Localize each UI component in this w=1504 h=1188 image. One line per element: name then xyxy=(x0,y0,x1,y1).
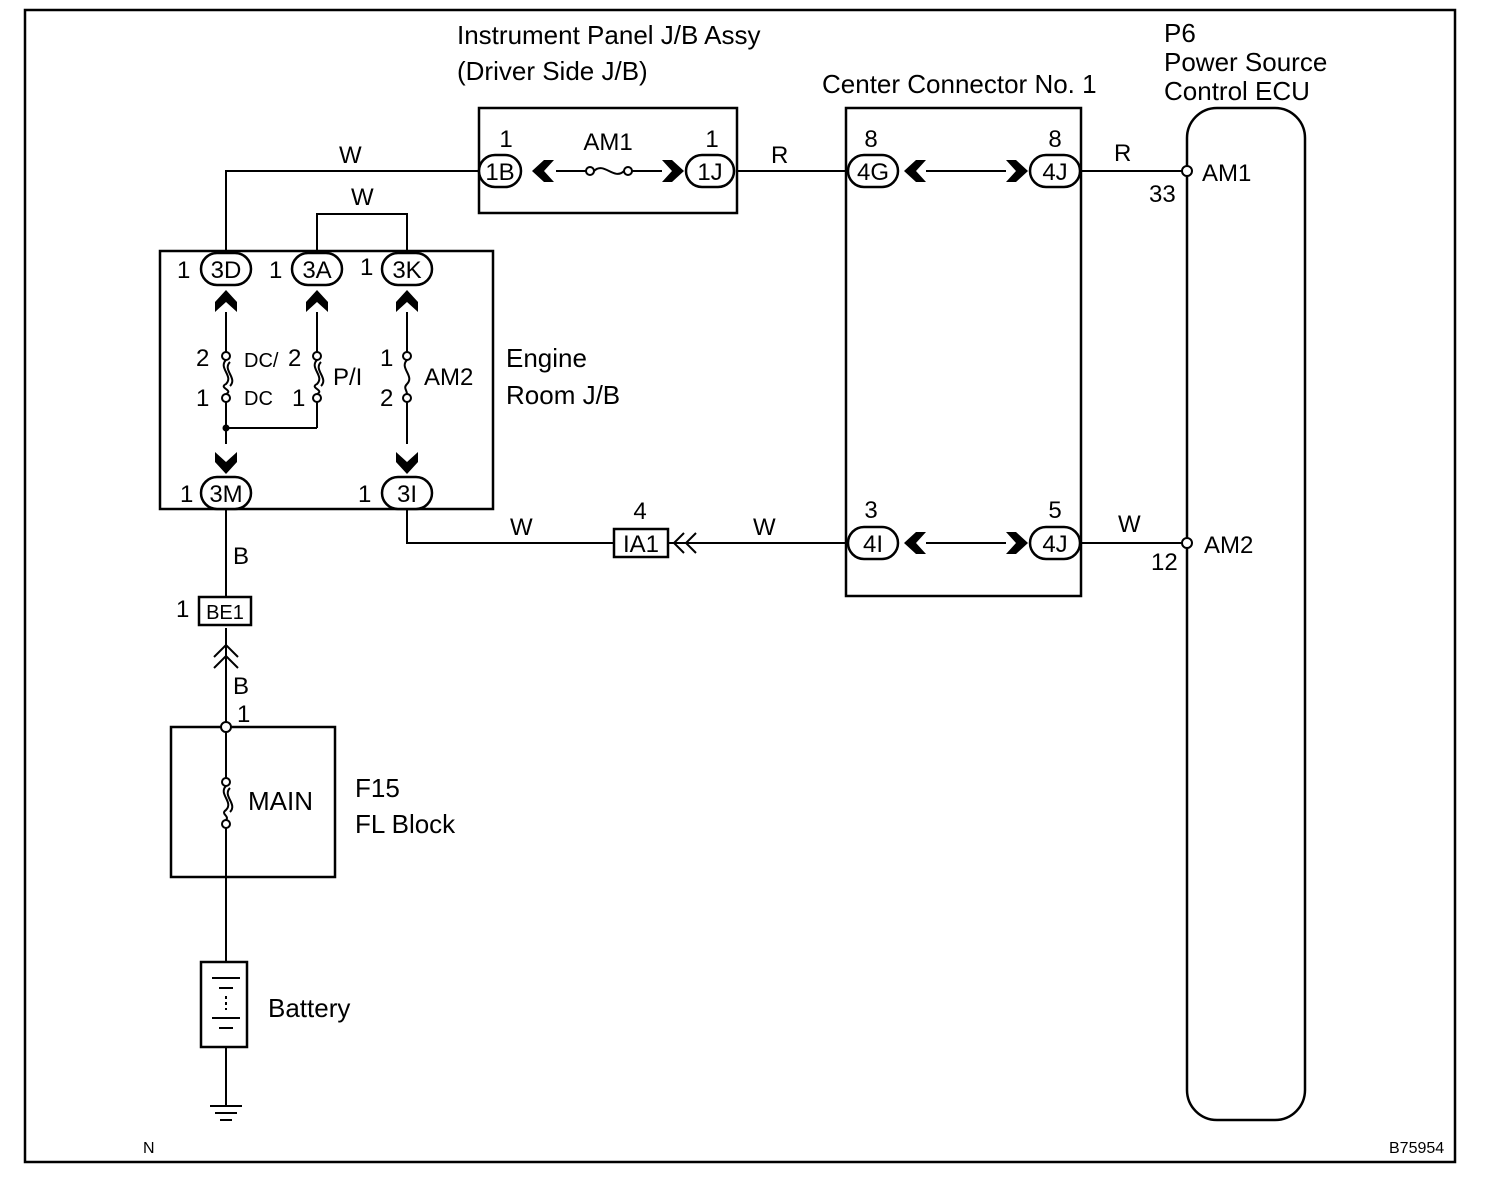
wire-color-w-top: W xyxy=(339,142,362,169)
connector-4J-bottom-pin: 5 xyxy=(1048,497,1061,524)
battery: Battery xyxy=(199,960,350,1049)
connector-3I-pin: 1 xyxy=(358,481,371,508)
connector-1B-pin: 1 xyxy=(499,126,512,153)
fuse-pi-pin2: 2 xyxy=(288,345,301,372)
connector-4J-top-id: 4J xyxy=(1042,159,1067,186)
wire-color-w-3I: W xyxy=(510,514,533,541)
instrument-panel-jb-subtitle: (Driver Side J/B) xyxy=(457,56,648,86)
wire-color-r-left: R xyxy=(771,142,788,169)
connector-1J-id: 1J xyxy=(697,159,722,186)
connector-BE1-pin: 1 xyxy=(176,596,189,623)
connector-IA1-id: IA1 xyxy=(623,531,659,558)
fl-block-box xyxy=(169,725,337,879)
engine-room-jb-title-line1: Engine xyxy=(506,343,587,373)
connector-3M-id: 3M xyxy=(209,481,242,508)
fuse-am2-label: AM2 xyxy=(424,364,473,391)
center-connector: Center Connector No. 1 4G 8 4J 8 4I 3 4J… xyxy=(822,69,1097,598)
ecu-pin-am1-number: 33 xyxy=(1149,181,1176,208)
fuse-main-label: MAIN xyxy=(248,786,313,816)
fuse-dcdc-pin2: 2 xyxy=(196,345,209,372)
connector-BE1 xyxy=(197,595,253,627)
engine-room-jb: Engine Room J/B 1 3D 1 3A 1 3K 2 1 DC/ D… xyxy=(158,249,620,511)
fuse-dcdc-pin1: 1 xyxy=(196,385,209,412)
engine-room-jb-title-line2: Room J/B xyxy=(506,380,620,410)
ecu-box xyxy=(1185,106,1307,1122)
instrument-panel-jb-box xyxy=(477,106,739,215)
fl-block-pin: 1 xyxy=(237,701,250,728)
connector-3A-id: 3A xyxy=(302,257,331,284)
connector-4I xyxy=(846,525,900,561)
connector-4J-bottom xyxy=(1028,525,1082,561)
connector-4I-id: 4I xyxy=(863,531,883,558)
instrument-panel-jb: Instrument Panel J/B Assy (Driver Side J… xyxy=(457,20,760,215)
connector-3D-pin: 1 xyxy=(177,257,190,284)
connector-4J-bottom-id: 4J xyxy=(1042,531,1067,558)
fuse-pi-label: P/I xyxy=(333,364,362,391)
fuse-dcdc-label-b: DC xyxy=(244,388,273,410)
connector-3M-pin: 1 xyxy=(180,481,193,508)
battery-box xyxy=(199,960,249,1049)
connector-4I-pin: 3 xyxy=(864,497,877,524)
connector-BE1-group: BE1 1 xyxy=(176,595,253,627)
ecu-pin-am2-terminal xyxy=(1181,537,1193,549)
ecu-pin-am1-terminal xyxy=(1181,165,1193,177)
connector-IA1-group: IA1 4 xyxy=(612,498,670,559)
instrument-panel-jb-title: Instrument Panel J/B Assy xyxy=(457,20,760,50)
wires: W W R R W W W B B xyxy=(213,140,1182,1106)
ecu-pin-am1-label: AM1 xyxy=(1202,160,1251,187)
ground-icon xyxy=(210,1105,242,1121)
ecu-pin-am2-number: 12 xyxy=(1151,549,1178,576)
wire-color-w-ecu: W xyxy=(1118,511,1141,538)
ecu-code: P6 xyxy=(1164,18,1196,48)
fuse-am2-pin1: 1 xyxy=(380,345,393,372)
connector-1B-id: 1B xyxy=(485,159,514,186)
center-connector-box xyxy=(844,106,1083,598)
wire-color-w-ia1: W xyxy=(753,514,776,541)
fl-block: 1 MAIN F15 FL Block xyxy=(169,701,456,879)
fuse-am1-label: AM1 xyxy=(583,129,632,156)
battery-label: Battery xyxy=(268,993,350,1023)
fuse-pi-pin1: 1 xyxy=(292,385,305,412)
diagram-id: B75954 xyxy=(1389,1140,1444,1157)
ecu-title-line2: Control ECU xyxy=(1164,76,1310,106)
wire-color-b-lower: B xyxy=(233,673,249,700)
connector-4J-top-pin: 8 xyxy=(1048,126,1061,153)
connector-1J-pin: 1 xyxy=(705,126,718,153)
wire-color-b-upper: B xyxy=(233,543,249,570)
connector-IA1-pin: 4 xyxy=(633,498,646,525)
corner-mark: N xyxy=(143,1140,155,1157)
junction-dot xyxy=(222,424,230,432)
connector-3A-pin: 1 xyxy=(269,257,282,284)
engine-room-jb-box xyxy=(158,249,495,511)
connector-4G xyxy=(846,153,900,189)
connector-4J-top xyxy=(1028,153,1082,189)
connector-1J xyxy=(684,153,736,189)
connector-IA1 xyxy=(612,527,670,559)
connector-3K-id: 3K xyxy=(392,257,421,284)
diagram-frame xyxy=(23,8,1457,1164)
center-connector-title: Center Connector No. 1 xyxy=(822,69,1097,99)
ecu-title-line1: Power Source xyxy=(1164,47,1327,77)
fl-block-code: F15 xyxy=(355,773,400,803)
connector-4G-pin: 8 xyxy=(864,126,877,153)
wire-color-r-right: R xyxy=(1114,140,1131,167)
connector-3D-id: 3D xyxy=(211,257,242,284)
connector-3K-pin: 1 xyxy=(360,254,373,281)
connector-4G-id: 4G xyxy=(857,159,889,186)
fuse-dcdc-label-a: DC/ xyxy=(244,350,279,372)
connector-BE1-id: BE1 xyxy=(206,602,244,624)
ecu-pin-am2-label: AM2 xyxy=(1204,532,1253,559)
fl-block-label: FL Block xyxy=(355,809,456,839)
wire-color-w-jumper: W xyxy=(351,184,374,211)
fuse-am2-pin2: 2 xyxy=(380,385,393,412)
connector-3I-id: 3I xyxy=(397,481,417,508)
power-source-ecu: P6 Power Source Control ECU AM1 33 AM2 1… xyxy=(1149,18,1327,1122)
